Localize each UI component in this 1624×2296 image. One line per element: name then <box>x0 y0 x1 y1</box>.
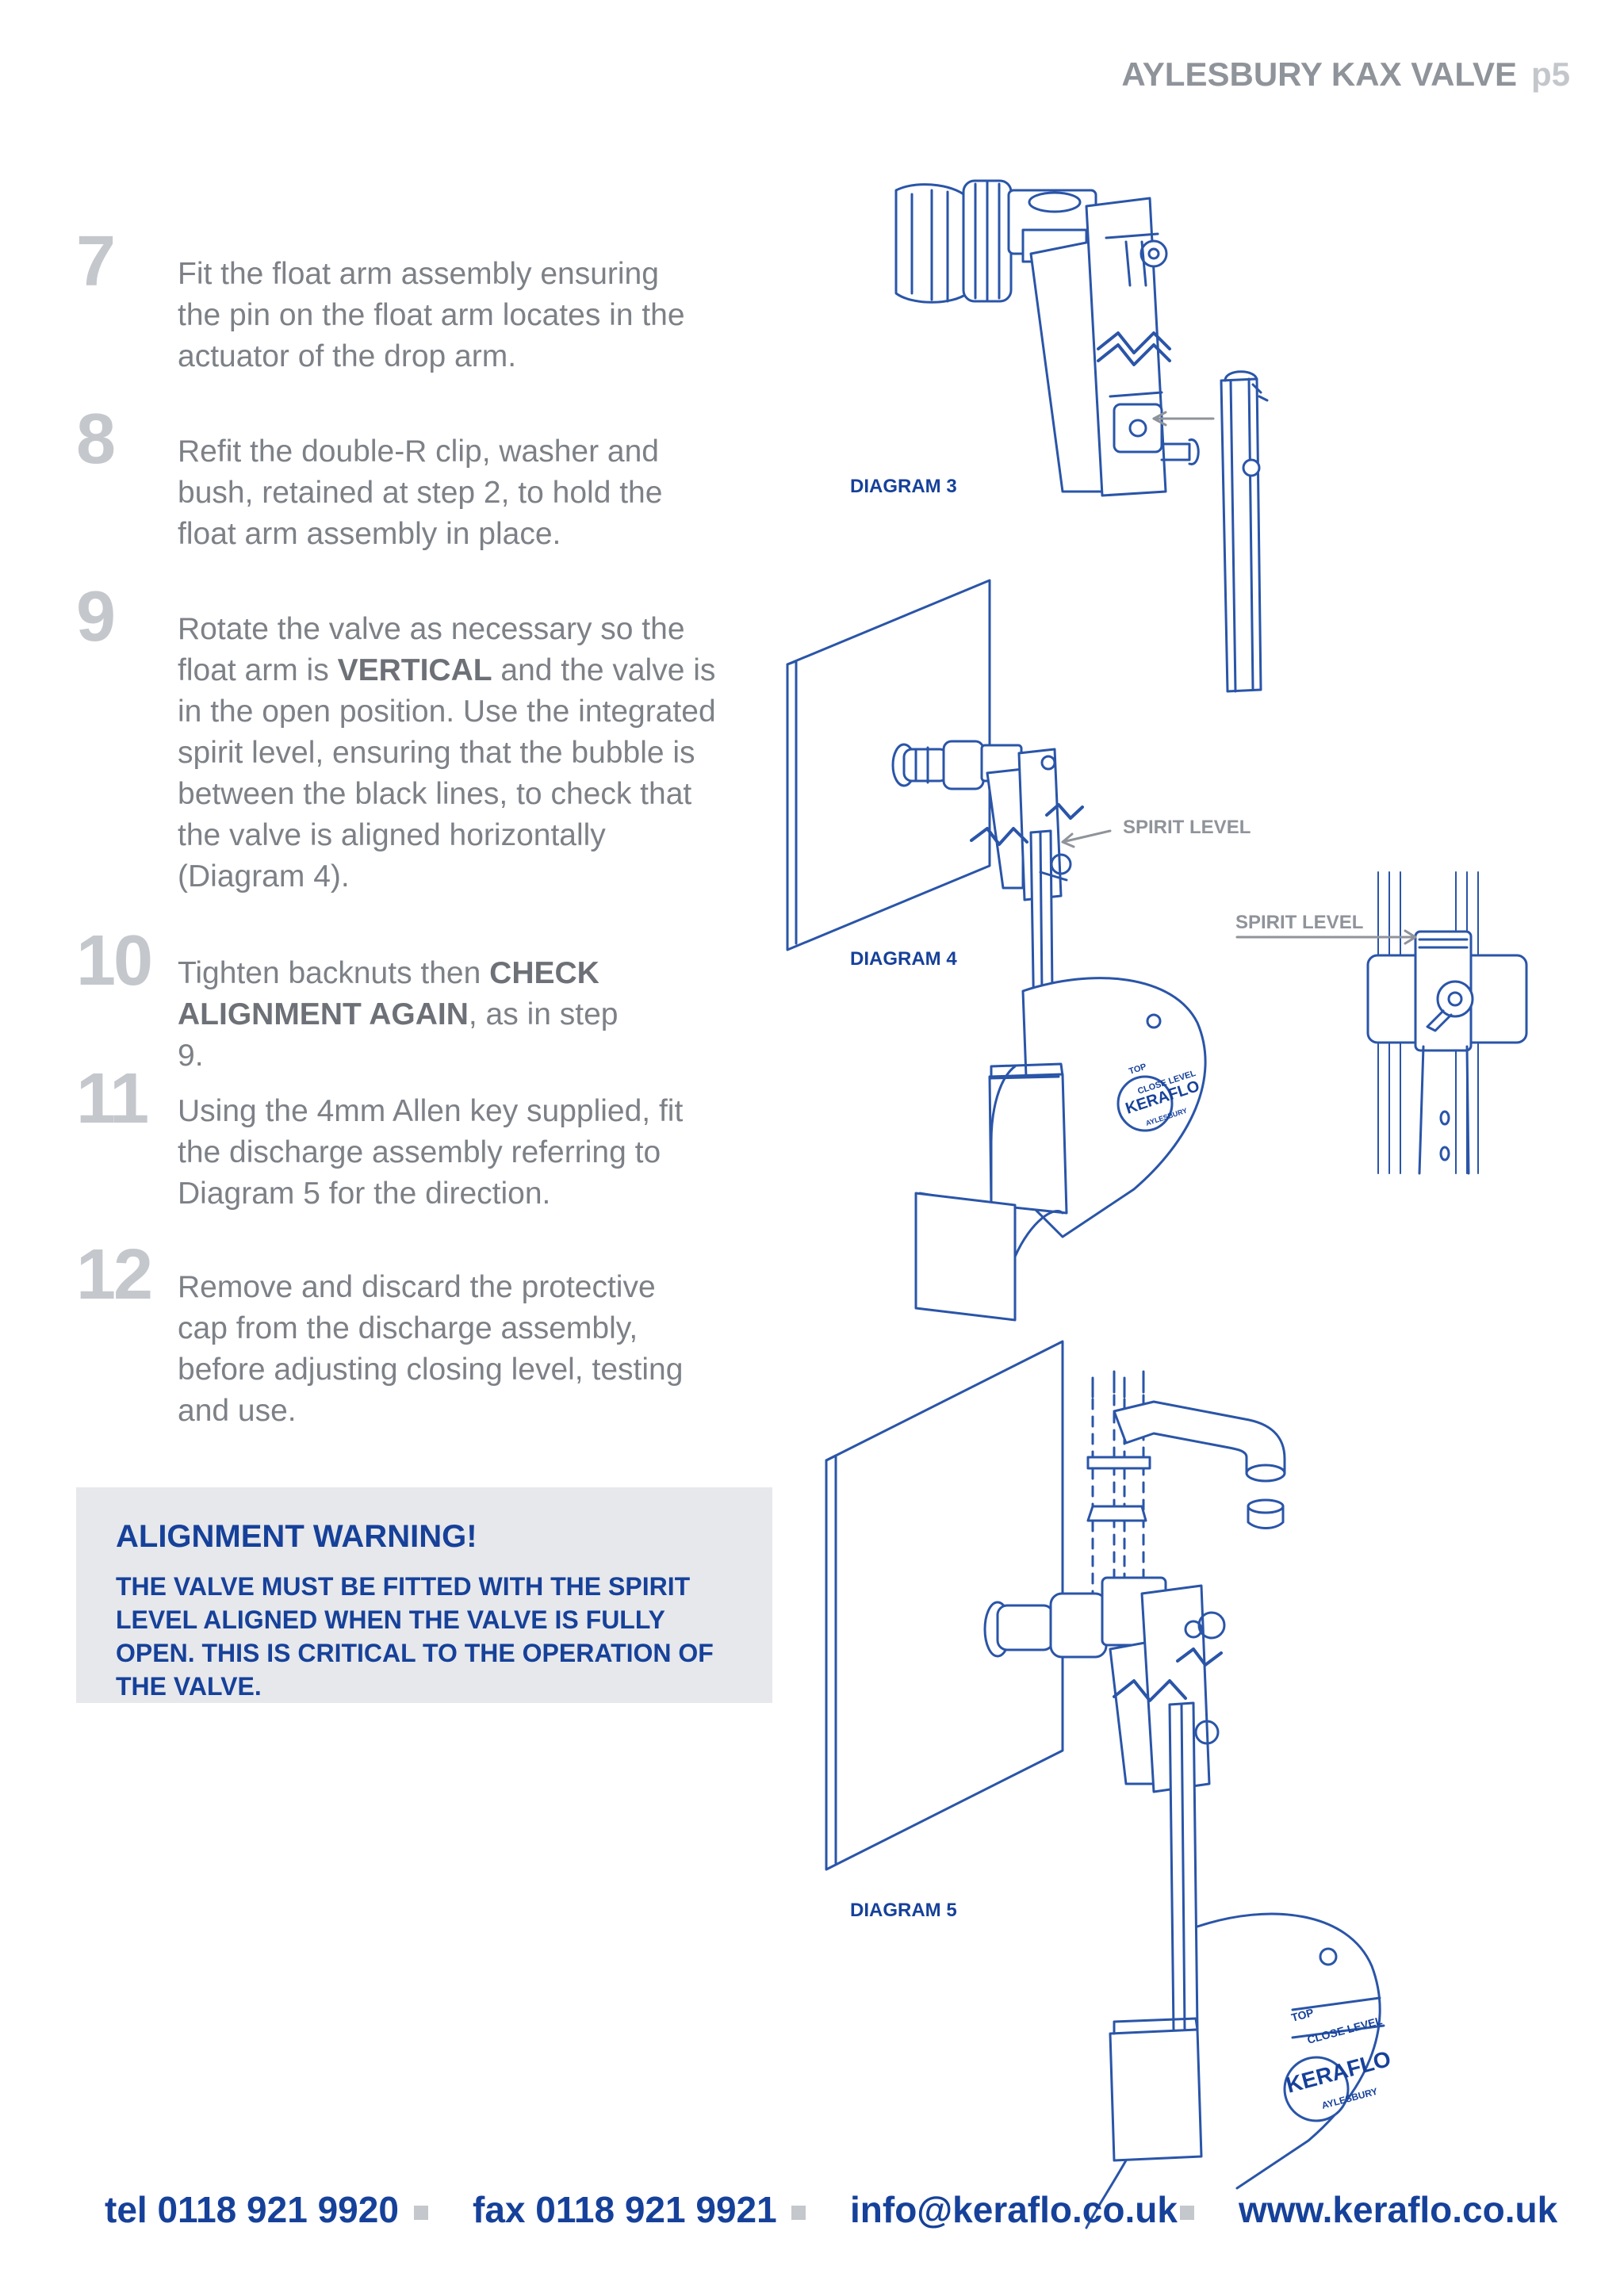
step-number: 11 <box>76 1059 149 1138</box>
step-10: 10 Tighten backnuts then CHECK ALIGNMENT… <box>76 921 774 1073</box>
emphasis-vertical: VERTICAL <box>337 653 492 687</box>
step-12: 12 Remove and discard the protective cap… <box>76 1235 774 1433</box>
step-text: Rotate the valve as necessary so the flo… <box>178 612 716 894</box>
spirit-level-detail <box>1366 871 1528 1175</box>
footer-email-link[interactable]: info@keraflo.co.uk <box>850 2189 1178 2230</box>
diagram-4-label: DIAGRAM 4 <box>850 948 957 970</box>
spirit-level-label-2: SPIRIT LEVEL <box>1235 912 1364 933</box>
step-number: 7 <box>76 222 116 301</box>
footer-separator-icon <box>1180 2206 1194 2220</box>
footer-website-link[interactable]: www.keraflo.co.uk <box>1239 2189 1558 2230</box>
step-number: 8 <box>76 400 116 479</box>
diagram-5-illustration <box>825 1340 1385 2229</box>
float-top-label-d5: TOP <box>1290 2006 1316 2024</box>
step-text: Remove and discard the protective cap fr… <box>178 1270 684 1428</box>
spirit-level-label-1: SPIRIT LEVEL <box>1123 817 1251 838</box>
step-9: 9 Rotate the valve as necessary so the f… <box>76 577 774 902</box>
footer-separator-icon <box>414 2206 428 2220</box>
diagram-4-illustration <box>786 579 1207 1322</box>
step-text: Fit the float arm assembly ensuring the … <box>178 257 685 373</box>
warning-title: ALIGNMENT WARNING! <box>116 1519 477 1554</box>
warning-body: THE VALVE MUST BE FITTED WITH THE SPIRIT… <box>116 1572 714 1701</box>
step-number: 10 <box>76 921 153 1001</box>
page-number: p5 <box>1530 55 1570 93</box>
footer-tel: tel 0118 921 9920 <box>105 2189 399 2230</box>
step-number: 9 <box>76 577 116 656</box>
diagram-3-label: DIAGRAM 3 <box>850 476 957 497</box>
step-7: 7 Fit the float arm assembly ensuring th… <box>76 222 774 388</box>
document-title: AYLESBURY KAX VALVE <box>1121 55 1517 93</box>
step-text: Using the 4mm Allen key supplied, fit th… <box>178 1094 684 1211</box>
emphasis-check-alignment: CHECK ALIGNMENT AGAIN <box>178 956 599 1031</box>
step-11: 11 Using the 4mm Allen key supplied, fit… <box>76 1059 774 1226</box>
diagram-5-label: DIAGRAM 5 <box>850 1900 957 1921</box>
footer-separator-icon <box>791 2206 806 2220</box>
footer-fax: fax 0118 921 9921 <box>473 2189 777 2230</box>
step-number: 12 <box>76 1235 153 1314</box>
step-text: Tighten backnuts then CHECK ALIGNMENT AG… <box>178 956 619 1073</box>
step-text: Refit the double-R clip, washer and bush… <box>178 434 663 551</box>
contact-footer: tel 0118 921 9920 fax 0118 921 9921 info… <box>0 2188 1624 2236</box>
alignment-warning-box: ALIGNMENT WARNING! THE VALVE MUST BE FIT… <box>76 1487 772 1703</box>
page-header: AYLESBURY KAX VALVE p5 <box>1121 55 1570 94</box>
step-8: 8 Refit the double-R clip, washer and bu… <box>76 400 774 566</box>
diagram-3-illustration <box>894 179 1269 693</box>
